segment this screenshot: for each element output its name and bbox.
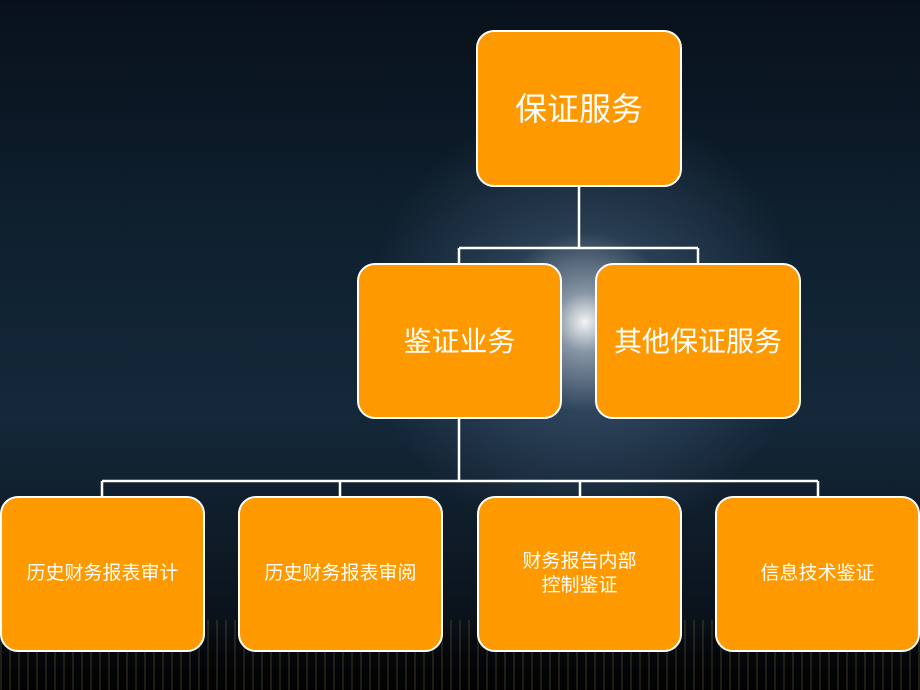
node-attestation-business: 鉴证业务 [357, 263, 562, 419]
node-historical-fs-review: 历史财务报表审阅 [238, 496, 443, 652]
node-label: 历史财务报表审阅 [264, 562, 417, 585]
node-assurance-services: 保证服务 [476, 30, 682, 187]
node-other-assurance-services: 其他保证服务 [595, 263, 801, 419]
node-internal-control-attestation: 财务报告内部 控制鉴证 [477, 496, 682, 652]
node-label: 其他保证服务 [613, 324, 782, 358]
node-it-attestation: 信息技术鉴证 [715, 496, 920, 652]
node-historical-fs-audit: 历史财务报表审计 [0, 496, 205, 652]
node-label: 保证服务 [514, 89, 643, 128]
node-label: 财务报告内部 控制鉴证 [522, 550, 637, 596]
node-label: 信息技术鉴证 [760, 562, 875, 585]
node-label: 鉴证业务 [403, 324, 516, 358]
node-label: 历史财务报表审计 [26, 562, 179, 585]
